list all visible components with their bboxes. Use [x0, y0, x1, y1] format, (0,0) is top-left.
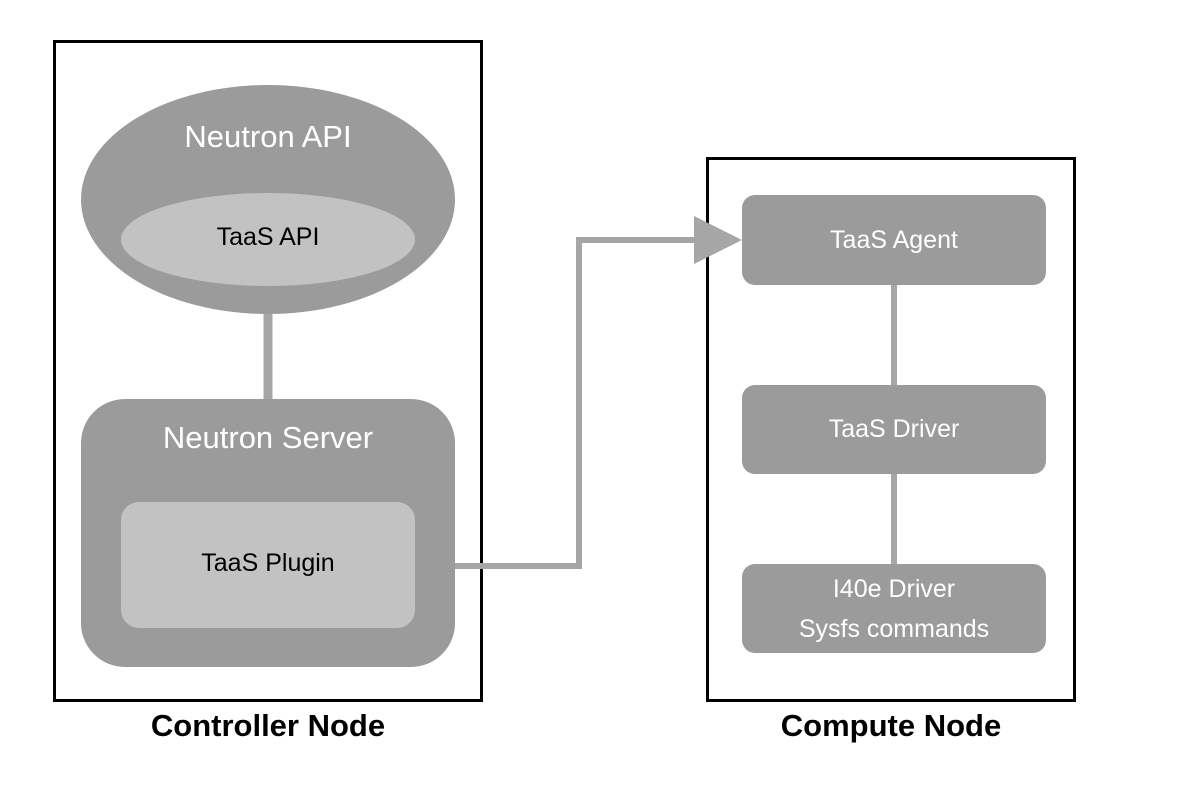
- controller-node-caption: Controller Node: [150, 708, 386, 743]
- taas-agent-box: [742, 195, 1046, 285]
- taas-driver-box: [742, 385, 1046, 474]
- taas-api-ellipse: [121, 193, 415, 286]
- taas-driver-label: TaaS Driver: [828, 415, 960, 443]
- plugin-to-agent-arrow: [455, 216, 742, 569]
- taas-plugin-label: TaaS Plugin: [201, 549, 335, 577]
- sysfs-commands-label: Sysfs commands: [798, 615, 990, 643]
- i40e-driver-label: I40e Driver: [832, 575, 956, 603]
- neutron-server-label: Neutron Server: [162, 420, 374, 455]
- taas-api-label: TaaS API: [216, 223, 320, 251]
- neutron-api-label: Neutron API: [184, 119, 352, 154]
- taas-agent-label: TaaS Agent: [830, 226, 958, 254]
- i40e-driver-box: [742, 564, 1046, 653]
- taas-plugin-box: [121, 502, 415, 628]
- compute-node-caption: Compute Node: [780, 708, 1002, 743]
